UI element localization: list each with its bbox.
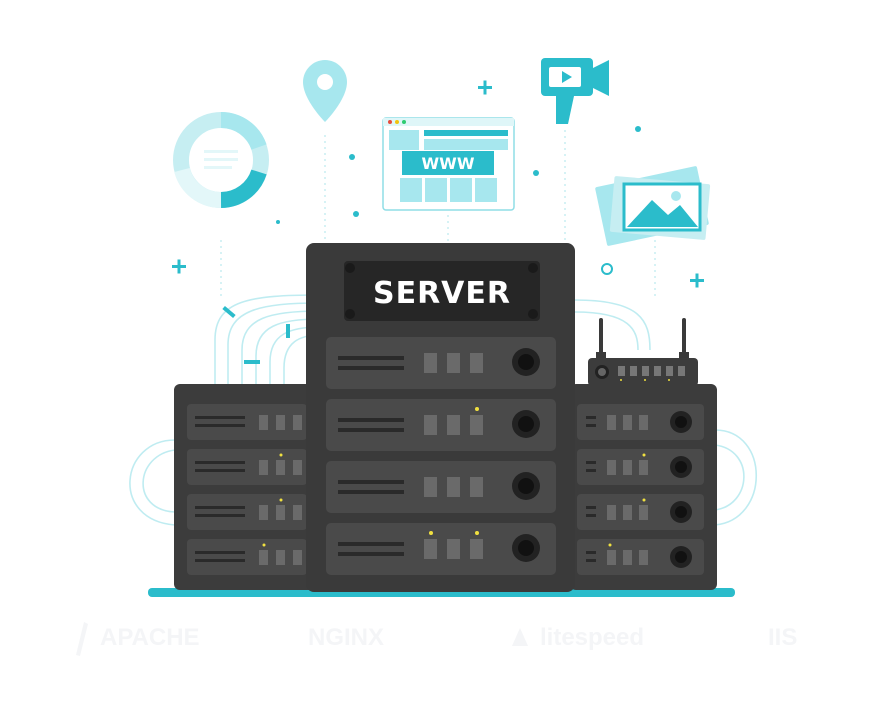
nginx-logo: NGINX — [308, 624, 384, 651]
cable-clips — [222, 305, 290, 364]
right-rack-unit — [577, 404, 704, 440]
cables-icon — [129, 294, 757, 526]
server-software-logos: APACHE NGINX litespeed IIS — [76, 622, 797, 656]
center-rack-unit — [326, 337, 556, 389]
plus-icon — [172, 80, 704, 288]
decor-dots — [276, 126, 641, 275]
litespeed-icon — [512, 628, 528, 646]
center-rack-unit — [326, 523, 556, 575]
location-pin-icon — [303, 60, 347, 122]
center-server-tower: SERVER — [306, 243, 575, 592]
litespeed-logo: litespeed — [540, 624, 644, 651]
donut-chart-icon — [173, 111, 269, 209]
browser-window-icon: WWW — [382, 117, 515, 211]
server-sign-label: SERVER — [373, 276, 511, 311]
rack-base-shelf — [148, 588, 735, 597]
www-label: WWW — [422, 154, 475, 173]
video-camera-icon — [541, 58, 609, 124]
left-rack-unit — [187, 449, 307, 485]
right-rack-unit — [577, 494, 704, 530]
center-rack-unit — [326, 461, 556, 513]
left-rack-unit — [187, 494, 307, 530]
iis-logo: IIS — [768, 624, 797, 651]
center-rack-unit — [326, 399, 556, 451]
right-rack-unit — [577, 449, 704, 485]
apache-feather-icon — [76, 622, 88, 656]
left-rack-unit — [187, 404, 307, 440]
left-server-rack — [174, 384, 316, 590]
left-rack-unit — [187, 539, 307, 575]
right-server-rack — [570, 384, 717, 590]
right-rack-unit — [577, 539, 704, 575]
server-sign: SERVER — [344, 261, 540, 321]
wifi-router-icon — [588, 318, 698, 386]
image-gallery-icon — [595, 166, 711, 246]
connector-lines — [220, 130, 656, 300]
apache-logo: APACHE — [100, 624, 200, 651]
